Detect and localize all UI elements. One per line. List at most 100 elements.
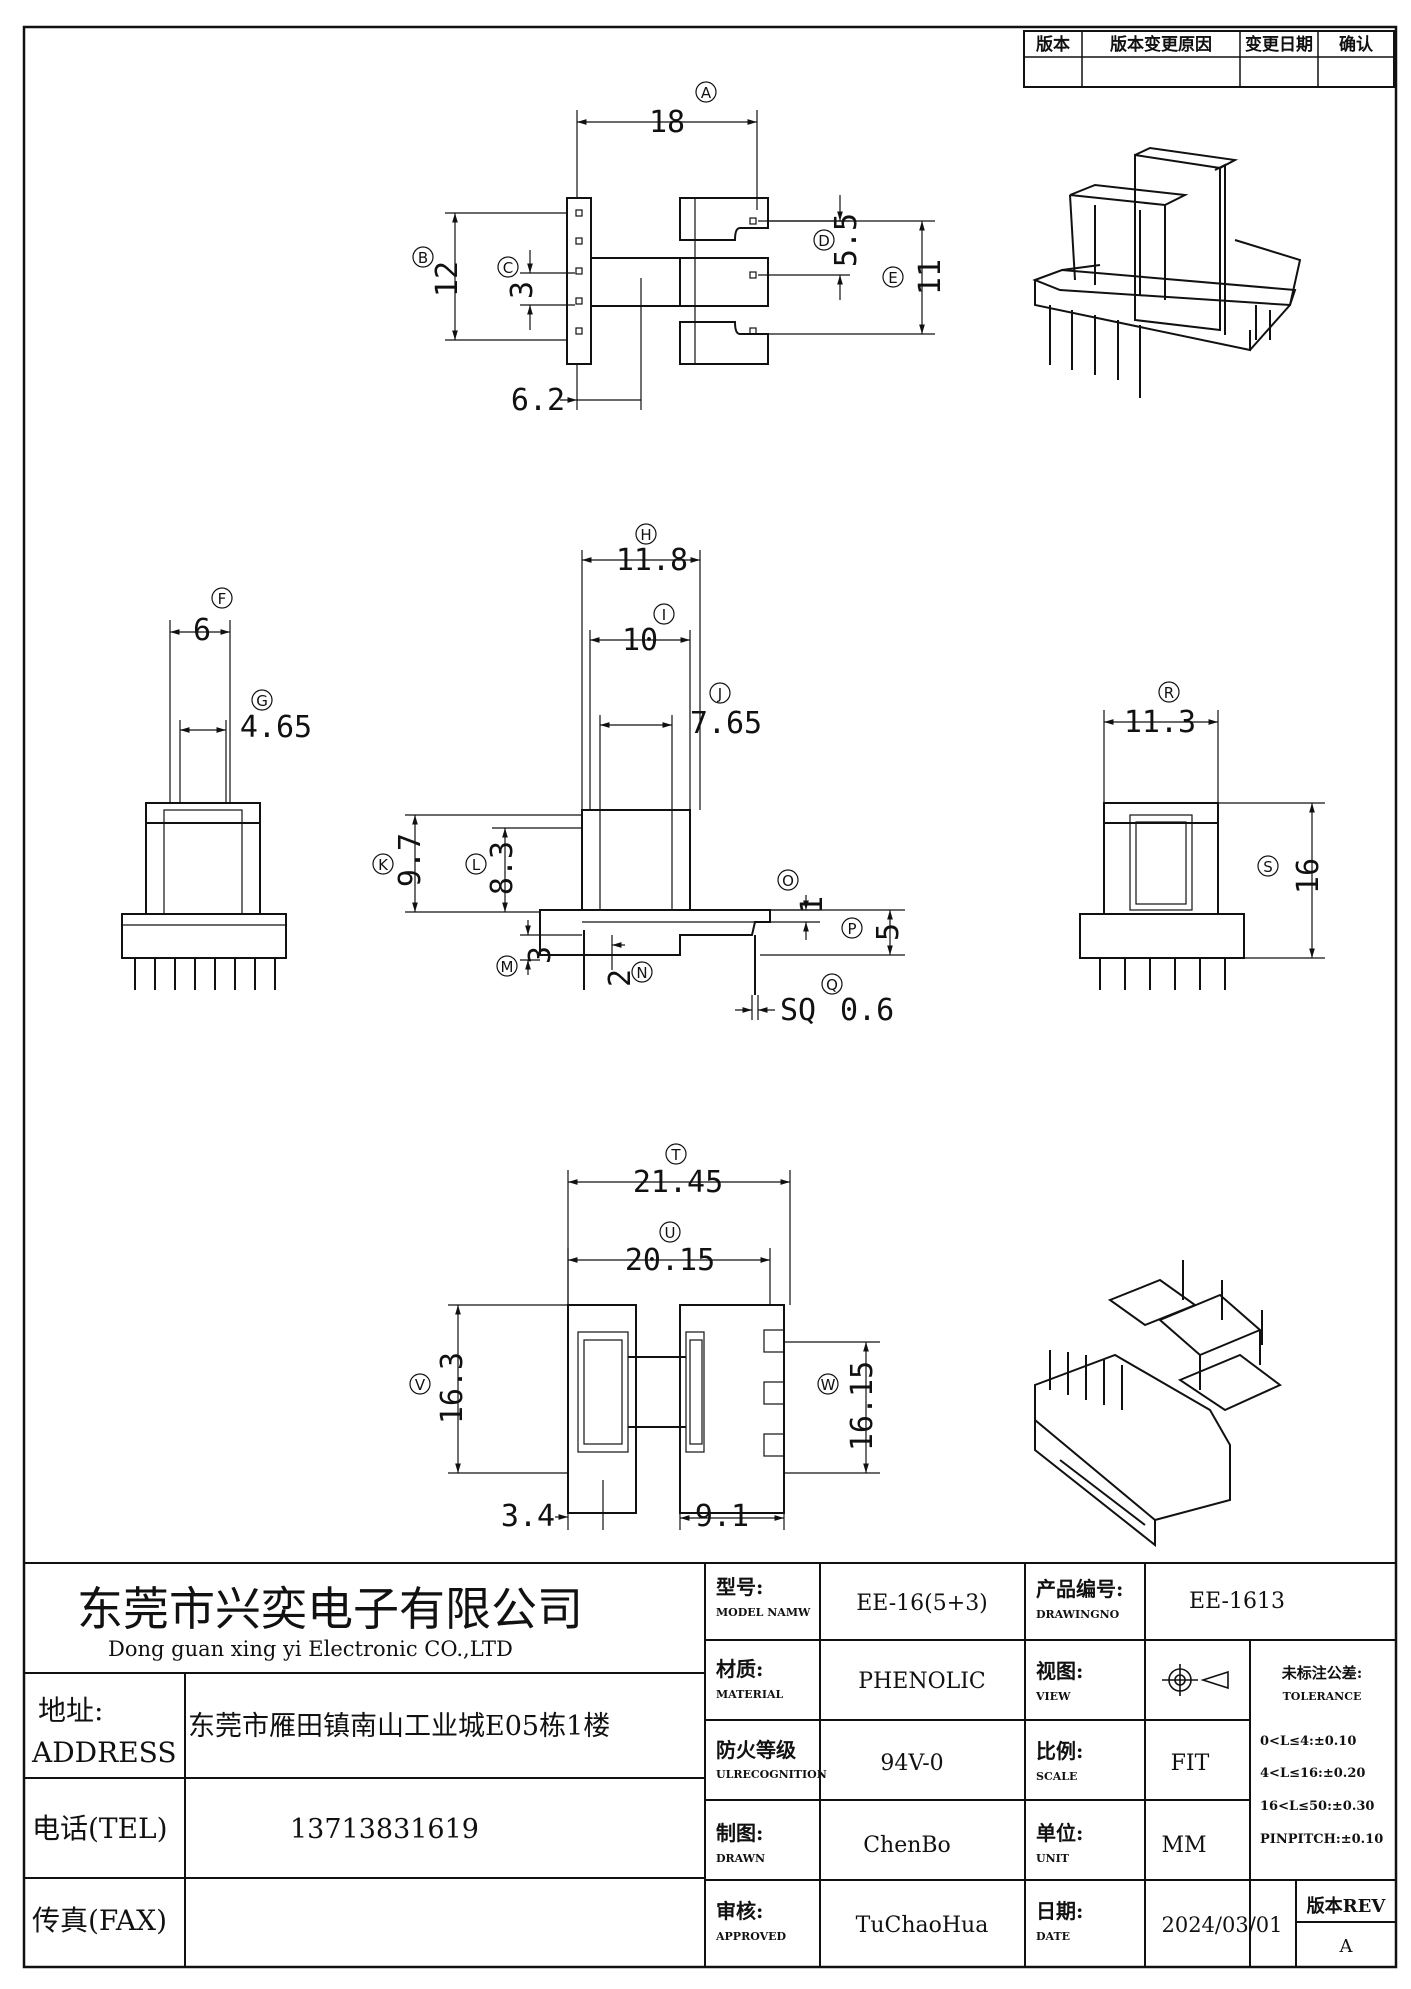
front-view-dims [405, 550, 905, 1020]
scale-label-en: SCALE [1036, 1770, 1077, 1783]
address-value: 东莞市雁田镇南山工业城E05栋1楼 [188, 1711, 610, 1742]
approved-label-cn: 审核: [716, 1899, 763, 1923]
bottom-view-labels: 21.45 T 20.15 U 16.3 V 16.15 W 3.4 9.1 [409, 1143, 880, 1534]
dim-4-65: 4.65 [240, 710, 312, 745]
iso-view-top [1032, 146, 1302, 398]
material-label-en: MATERIAL [716, 1688, 784, 1701]
dim-10: 10 [622, 623, 658, 658]
tag-t: T [670, 1146, 681, 1164]
rev-header-reason: 版本变更原因 [1110, 34, 1212, 55]
dim-16-15: 16.15 [845, 1361, 880, 1451]
dim-3-4: 3.4 [501, 1499, 555, 1534]
rev-header-confirm: 确认 [1339, 34, 1374, 55]
dim-3-front: 3 [523, 946, 558, 964]
tag-i: I [662, 606, 666, 624]
tolerance-title-cn: 未标注公差: [1281, 1664, 1363, 1682]
right-view [1079, 802, 1245, 990]
projection-symbol-icon [1162, 1664, 1229, 1696]
dim-3: 3 [505, 281, 540, 299]
top-view [566, 197, 769, 365]
scale-value: FIT [1171, 1751, 1210, 1776]
tag-f: F [218, 590, 227, 608]
scale-label-cn: 比例: [1036, 1739, 1083, 1763]
date-value: 2024/03/01 [1161, 1913, 1282, 1937]
right-view-labels: 11.3 R 16 S [1124, 681, 1326, 894]
unit-label-cn: 单位: [1036, 1821, 1083, 1845]
dim-6-2: 6.2 [511, 383, 565, 418]
tag-w: W [821, 1376, 836, 1394]
dim-5: 5 [871, 923, 906, 941]
company-name-cn: 东莞市兴奕电子有限公司 [77, 1582, 583, 1636]
dim-sq-0-6: 0.6 [840, 993, 894, 1028]
rev-value: A [1339, 1936, 1354, 1957]
drawn-label-en: DRAWN [716, 1852, 765, 1865]
top-view-labels: 18 A 12 B 3 C 5.5 D 11 E 6.2 [412, 81, 948, 418]
rev-header-date: 变更日期 [1245, 34, 1313, 55]
tag-b: B [418, 249, 428, 267]
dim-11-3: 11.3 [1124, 705, 1196, 740]
unit-value: MM [1161, 1833, 1206, 1858]
fire-label-cn: 防火等级 [716, 1738, 796, 1762]
tag-o: O [782, 872, 794, 890]
address-label-en: ADDRESS [31, 1736, 177, 1769]
tel-label: 电话(TEL) [32, 1812, 168, 1845]
date-label-en: DATE [1036, 1930, 1070, 1943]
tag-m: M [501, 958, 514, 976]
left-view-dims [169, 620, 231, 803]
dim-16: 16 [1291, 858, 1326, 894]
left-view-labels: 6 F 4.65 G [193, 587, 312, 745]
view-label-cn: 视图: [1036, 1659, 1083, 1683]
drawn-value: ChenBo [863, 1833, 951, 1858]
tolerance-line: 4<L≤16:±0.20 [1260, 1766, 1365, 1781]
dim-11-8: 11.8 [616, 543, 688, 578]
drawingno-label-cn: 产品编号: [1036, 1577, 1123, 1601]
model-label-cn: 型号: [716, 1575, 763, 1599]
tag-g: G [256, 692, 268, 710]
dim-8-3: 8.3 [485, 841, 520, 895]
tolerance-line: 0<L≤4:±0.10 [1260, 1734, 1356, 1749]
tag-l: L [472, 856, 481, 874]
tag-k: K [378, 856, 389, 874]
model-value: EE-16(5+3) [856, 1591, 988, 1616]
dim-16-3: 16.3 [435, 1352, 470, 1424]
tag-e: E [888, 269, 897, 287]
bottom-view [567, 1304, 785, 1514]
dim-1: 1 [795, 896, 830, 914]
address-label-cn: 地址: [38, 1694, 103, 1727]
date-label-cn: 日期: [1036, 1899, 1083, 1923]
right-view-dims [1103, 710, 1325, 959]
model-label-en: MODEL NAMW [716, 1606, 811, 1619]
tag-v: V [415, 1376, 426, 1394]
drawingno-label-en: DRAWINGNO [1036, 1608, 1120, 1621]
view-label-en: VIEW [1035, 1690, 1071, 1703]
revision-table: 版本 版本变更原因 变更日期 确认 [1023, 30, 1395, 88]
bottom-view-dims [448, 1170, 880, 1530]
title-block: 东莞市兴奕电子有限公司 Dong guan xing yi Electronic… [31, 1575, 1386, 1957]
sheet-border [22, 25, 1398, 1969]
fire-value: 94V-0 [880, 1751, 943, 1776]
tag-j: J [717, 685, 722, 703]
tolerance-line: PINPITCH:±0.10 [1260, 1832, 1383, 1847]
dim-9-7: 9.7 [393, 833, 428, 887]
material-label-cn: 材质: [716, 1657, 763, 1681]
material-value: PHENOLIC [858, 1669, 985, 1694]
unit-label-en: UNIT [1036, 1852, 1070, 1865]
tag-u: U [665, 1224, 676, 1242]
tel-value: 13713831619 [290, 1814, 479, 1845]
tag-d: D [818, 232, 830, 250]
dim-9-1: 9.1 [695, 1499, 749, 1534]
tag-a: A [701, 84, 712, 102]
dim-18: 18 [649, 105, 685, 140]
fire-label-en: ULRECOGNITION [716, 1768, 827, 1781]
dim-5-5: 5.5 [829, 213, 864, 267]
dim-6: 6 [193, 613, 211, 648]
left-view [121, 802, 287, 990]
dim-20-15: 20.15 [625, 1243, 715, 1278]
rev-label: 版本REV [1307, 1895, 1387, 1917]
dim-sq: SQ [780, 993, 816, 1028]
tag-q: Q [826, 976, 838, 994]
iso-view-bottom [1034, 1260, 1282, 1548]
front-view [539, 809, 771, 995]
approved-label-en: APPROVED [715, 1930, 787, 1943]
